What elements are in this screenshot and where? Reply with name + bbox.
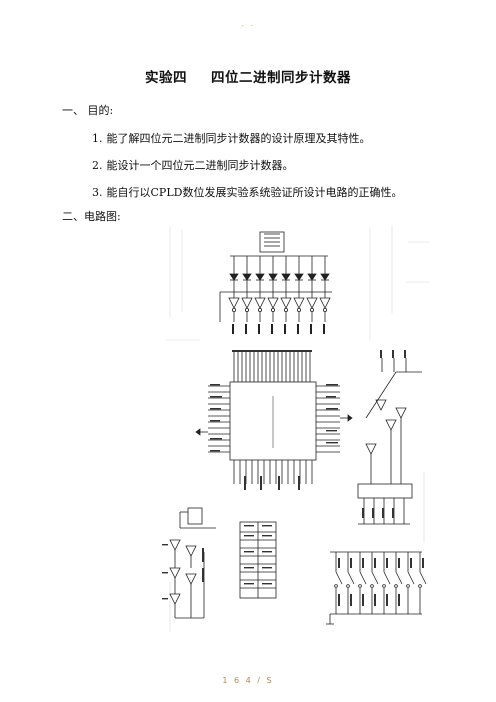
title-experiment-number: 实验四	[145, 70, 187, 86]
purpose-item-number: 3.	[92, 186, 103, 199]
page-title: 实验四 四位二进制同步计数器	[0, 66, 496, 86]
purpose-item-number: 1.	[92, 132, 103, 145]
switch-bank	[326, 551, 427, 625]
cpld-pin-labels	[210, 350, 338, 490]
dip-resistor-array	[239, 521, 277, 599]
dip-labels	[244, 525, 272, 585]
purpose-item: 3.能自行以CPLD数位发展实验系统验证所设计电路的正确性。	[92, 184, 402, 200]
purpose-item-text: 能设计一个四位元二进制同步计数器。	[106, 159, 294, 172]
circuit-diagram-svg	[160, 222, 432, 642]
led-labels	[232, 324, 325, 334]
scan-artifacts	[166, 226, 430, 632]
section-purpose-heading: 一、 目的:	[62, 104, 114, 117]
section-circuit-heading: 二、电路图:	[62, 210, 121, 223]
buffer-labels	[362, 350, 406, 518]
header-mark: - -	[241, 22, 255, 30]
purpose-item: 1.能了解四位元二进制同步计数器的设计原理及其特性。	[92, 130, 371, 146]
purpose-item-number: 2.	[92, 159, 103, 172]
clock-labels	[162, 544, 204, 600]
purpose-item-text: 能自行以CPLD数位发展实验系统验证所设计电路的正确性。	[106, 186, 403, 199]
circuit-diagram-figure	[160, 222, 432, 642]
purpose-item-text: 能了解四位元二进制同步计数器的设计原理及其特性。	[106, 132, 371, 145]
page-footer: 1 6 4 / S	[222, 676, 274, 685]
cpld-chip	[195, 352, 353, 484]
clock-circuit	[169, 507, 216, 619]
switch-labels	[338, 558, 424, 606]
purpose-item: 2.能设计一个四位元二进制同步计数器。	[92, 157, 294, 173]
led-driver-array	[219, 231, 332, 323]
title-experiment-name: 四位二进制同步计数器	[211, 70, 351, 86]
buffer-chain	[357, 358, 422, 525]
